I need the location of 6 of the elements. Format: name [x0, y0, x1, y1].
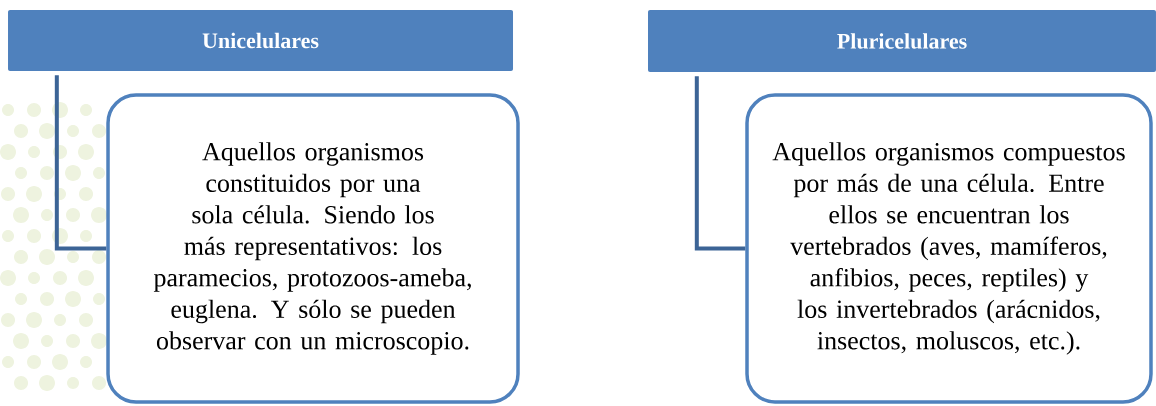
description-box: Aquellos organismos compuestos por más de una célula. Entre ellos se encuentran los vertebrados (aves, mamíferos, anfibios, peces, reptiles) y los invertebrados (arácnidos, insectos, moluscos, etc.).: [745, 93, 1153, 404]
description-box: Aquellos organismos constituidos por una sola célula. Siendo los más representativos: los paramecios, protozoos-ameba, euglena. Y sólo se pueden observar con un microscopio.: [106, 93, 520, 404]
connector-line: [54, 75, 107, 251]
category-header: Pluricelulares: [648, 10, 1156, 72]
connector-line: [694, 76, 746, 251]
category-header: Unicelulares: [8, 10, 513, 71]
